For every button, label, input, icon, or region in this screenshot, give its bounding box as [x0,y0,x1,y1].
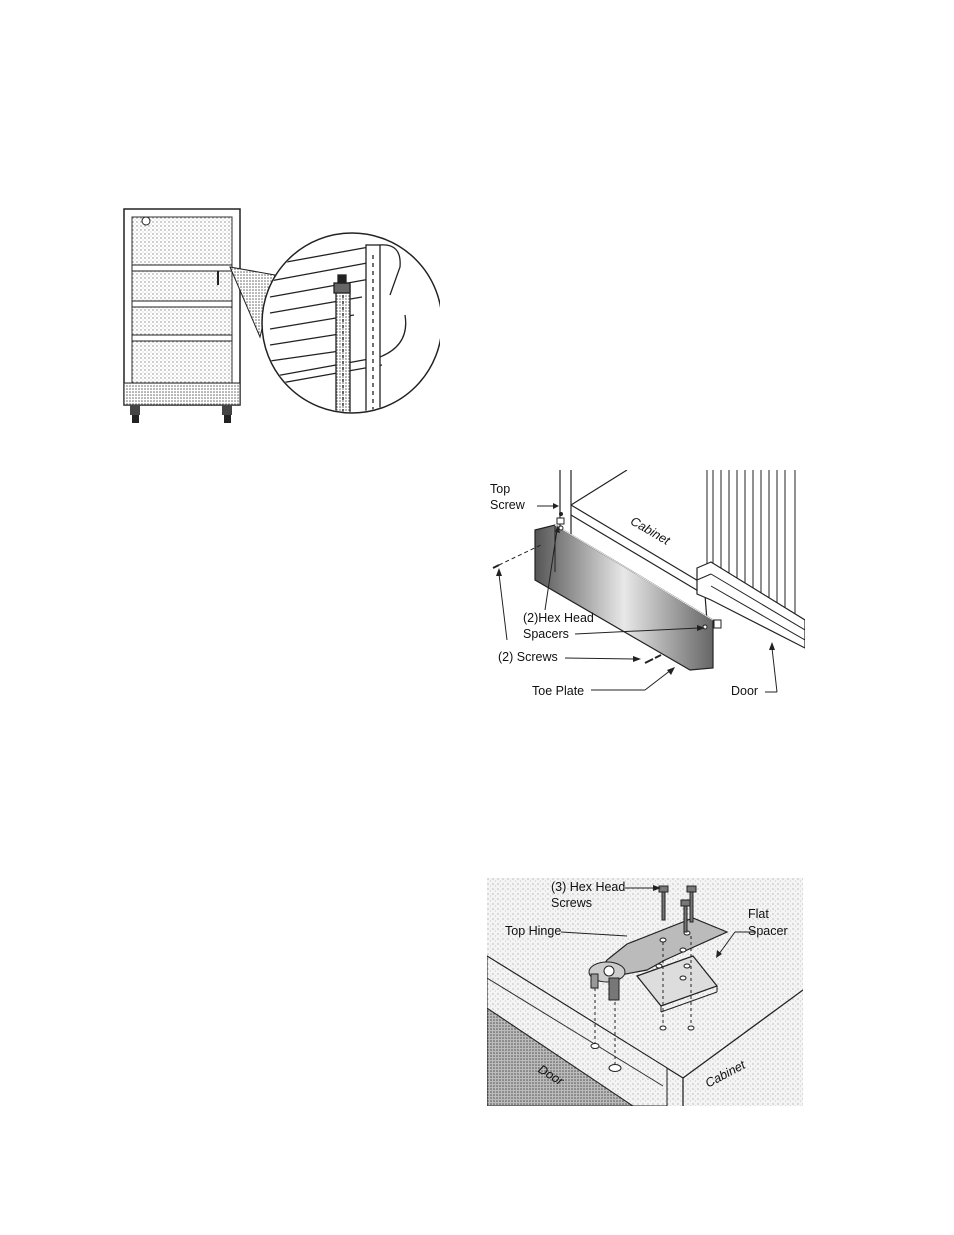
hex-head-spacers-label-line1: (2)Hex Head [523,611,594,626]
top-screw-label-line1: Top [490,482,510,497]
top-hinge-label: Top Hinge [505,924,561,939]
screws-label: (2) Screws [498,650,558,665]
flat-spacer-label-line2: Spacer [748,924,788,939]
toe-plate-illustration [485,470,805,705]
top-hinge-figure: (3) Hex Head Screws Top Hinge Flat Space… [487,878,803,1106]
flat-spacer-label-line1: Flat [748,907,769,922]
hex-head-screws-label-line1: (3) Hex Head [551,880,625,895]
toe-plate-figure: Top Screw Cabinet (2)Hex Head Spacers (2… [485,470,805,705]
hex-head-screws-label-line2: Screws [551,896,592,911]
toe-plate-label: Toe Plate [532,684,584,699]
hex-head-spacers-label-line2: Spacers [523,627,569,642]
shelf-detail-illustration [120,205,440,435]
shelf-detail-figure [120,205,440,435]
top-screw-label-line2: Screw [490,498,525,513]
door-label: Door [731,684,758,699]
